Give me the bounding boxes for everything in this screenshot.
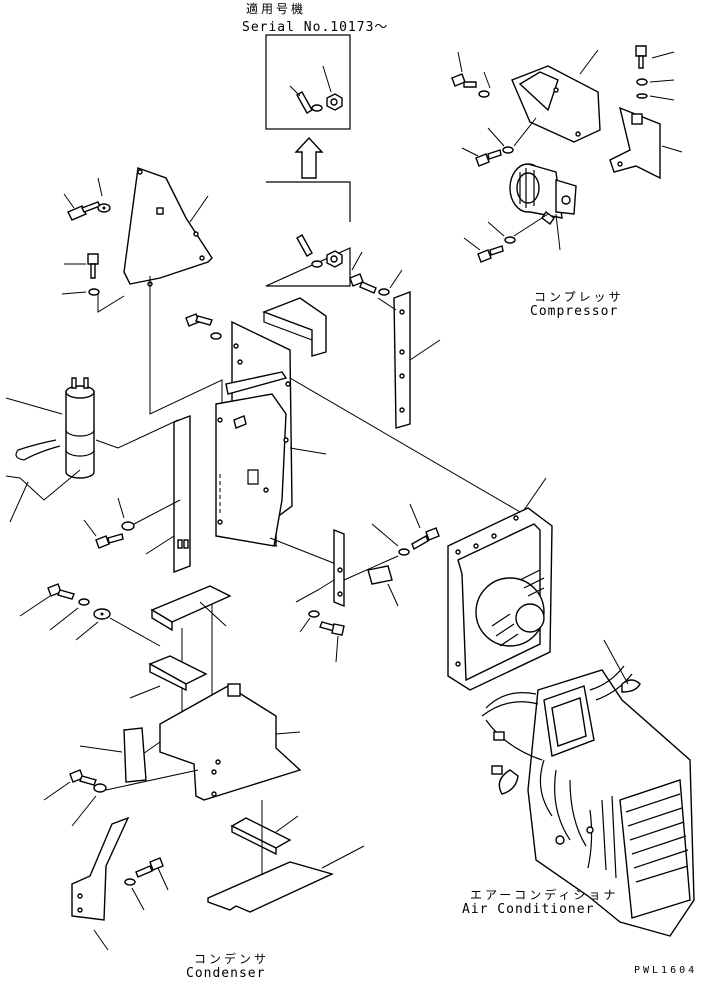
bracket-small <box>333 528 393 608</box>
bolt-icon <box>135 857 164 878</box>
bolt-icon <box>185 313 213 327</box>
receiver-drier-icon <box>15 377 95 479</box>
washer-icon <box>88 288 100 296</box>
bolt-icon <box>95 533 124 549</box>
channel-left <box>173 414 191 574</box>
washer-icon <box>210 332 222 340</box>
pre-serial-box <box>265 181 351 287</box>
bolt-icon <box>296 91 313 114</box>
channel-right <box>393 290 411 429</box>
bolt-icon <box>47 583 75 600</box>
nut-icon <box>326 93 343 111</box>
washer-icon <box>398 548 410 556</box>
air-conditioner-label-jp: エアーコンディショナ <box>470 888 619 902</box>
serial-note-en: Serial No.10173～ <box>242 20 389 35</box>
washer-icon <box>502 146 514 154</box>
washer-icon <box>93 783 107 793</box>
condenser-label-en: Condenser <box>186 966 266 981</box>
bolt-icon <box>69 769 97 786</box>
bolt-icon <box>477 245 504 263</box>
washer-icon <box>636 93 648 99</box>
compressor-bracket-upper <box>511 65 601 143</box>
bolt-icon <box>475 149 502 167</box>
bottom-plate <box>207 861 335 913</box>
serial-note-jp: 適用号機 <box>246 2 307 16</box>
bolt-icon <box>319 621 345 636</box>
bolt-icon <box>87 253 99 279</box>
air-conditioner-unit-icon <box>481 665 695 937</box>
rubber-pad <box>123 727 147 783</box>
washer-icon <box>124 878 136 886</box>
bolt-icon <box>349 273 377 294</box>
rubber-block <box>148 655 208 692</box>
rubber-stop <box>262 297 327 357</box>
washer-icon <box>478 90 490 98</box>
washer-icon <box>378 288 390 296</box>
condenser-mount-plate <box>159 683 302 801</box>
drawing-code: PWL1604 <box>634 965 698 976</box>
washer-icon <box>121 521 135 531</box>
compressor-label-jp: コンプレッサ <box>534 290 624 304</box>
washer-icon <box>636 78 648 86</box>
washer-icon <box>504 236 516 244</box>
bolt-icon <box>451 73 477 88</box>
washer-icon <box>311 104 323 112</box>
compressor-bracket-lower <box>609 106 661 180</box>
bolt-icon <box>67 201 101 221</box>
condenser-label-jp: コンデンサ <box>194 952 270 966</box>
washer-icon <box>78 598 90 606</box>
bracket-lower-left <box>71 816 130 921</box>
bracket-center-frame <box>215 320 293 548</box>
bolt-icon <box>411 527 440 551</box>
serial-inset-box <box>265 34 351 130</box>
washer-icon <box>308 610 320 618</box>
compressor-icon <box>509 163 577 226</box>
condenser-icon <box>447 507 553 691</box>
bolt-icon <box>635 45 647 69</box>
rubber-block <box>230 817 292 856</box>
rubber-block <box>150 585 232 632</box>
air-conditioner-label-en: Air Conditioner <box>462 902 595 917</box>
compressor-label-en: Compressor <box>530 304 619 319</box>
arrow-up-icon <box>294 136 324 179</box>
bracket-upper-left <box>123 167 213 287</box>
